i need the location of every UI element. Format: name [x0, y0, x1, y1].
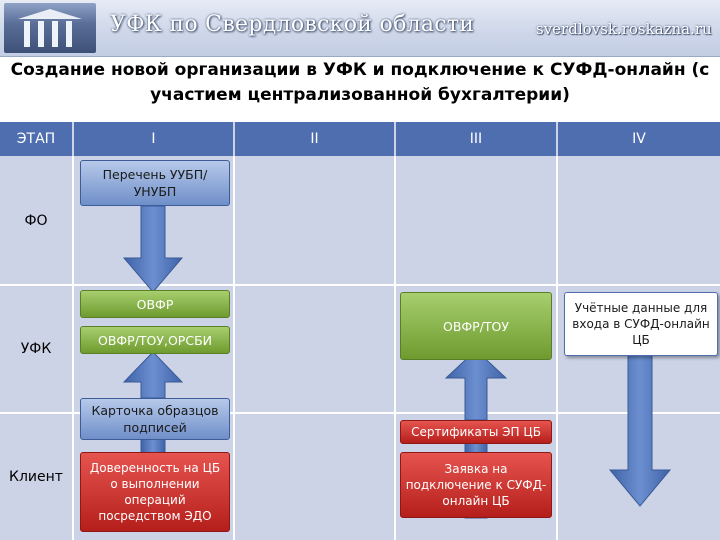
- box-ovfr-tou-orsbi: ОВФР/ТОУ,ОРСБИ: [80, 326, 230, 354]
- slide-title: Создание новой организации в УФК и подкл…: [10, 60, 710, 105]
- row-label-fo: ФО: [0, 158, 72, 284]
- stage-header-4: IV: [558, 122, 720, 156]
- org-name: УФК по Свердловской области: [110, 12, 475, 37]
- grid-divider: [394, 156, 396, 540]
- site-url[interactable]: sverdlovsk.roskazna.ru: [536, 20, 712, 38]
- box-sertifikaty-ep: Сертификаты ЭП ЦБ: [400, 420, 552, 444]
- grid-divider: [72, 156, 74, 540]
- grid-divider: [556, 156, 558, 540]
- stage-header-2: II: [235, 122, 394, 156]
- box-zayavka: Заявка на подключение к СУФД-онлайн ЦБ: [400, 452, 552, 518]
- grid-divider: [0, 412, 720, 414]
- arrow-up-client-to-ufk: [122, 351, 184, 399]
- box-doverennost: Доверенность на ЦБ о выполнении операций…: [80, 452, 230, 532]
- box-kartochka-obraztsov: Карточка образцов подписей: [80, 398, 230, 440]
- grid-divider: [0, 284, 720, 286]
- box-ovfr: ОВФР: [80, 290, 230, 318]
- site-banner: УФК по Свердловской области sverdlovsk.r…: [0, 0, 720, 57]
- stage-header-3: III: [396, 122, 556, 156]
- arrow-down-fo-to-ufk: [122, 205, 184, 293]
- building-emblem-icon: [4, 3, 96, 53]
- row-label-ufk: УФК: [0, 286, 72, 412]
- arrow-down-stage-4: [608, 351, 672, 507]
- stage-corner-header: ЭТАП: [0, 122, 72, 156]
- box-ovfr-tou: ОВФР/ТОУ: [400, 292, 552, 360]
- row-label-client: Клиент: [0, 414, 72, 540]
- arrow-updown-stage-3: [444, 349, 508, 421]
- stage-header-1: I: [74, 122, 233, 156]
- grid-divider: [233, 156, 235, 540]
- box-uchetnye-dannye: Учётные данные для входа в СУФД-онлайн Ц…: [564, 292, 718, 356]
- box-perechen-uubp: Перечень УУБП/УНУБП: [80, 160, 230, 206]
